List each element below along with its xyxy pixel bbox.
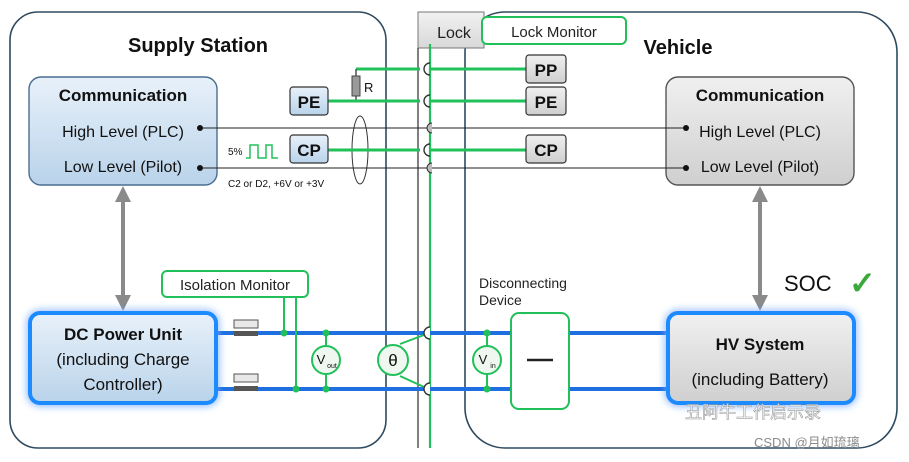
pp-pin	[423, 62, 431, 76]
vin-dot-minus	[483, 385, 491, 393]
vehicle-communication-title: Communication	[696, 86, 824, 105]
pilot-left-dot	[197, 165, 203, 171]
isolation-monitor-box	[161, 270, 309, 298]
station-high-level-label: High Level (PLC)	[62, 124, 184, 141]
contactor-minus	[233, 373, 259, 383]
lock-monitor-label: Lock Monitor	[511, 24, 597, 41]
theta-link-minus	[399, 375, 425, 388]
dc-power-unit-line3: Controller)	[83, 375, 162, 394]
hv-system-subtitle: (including Battery)	[691, 370, 828, 389]
vehicle-cp-box	[525, 134, 567, 164]
dc-plus-pin	[423, 326, 431, 340]
cp-state-label: C2 or D2, +6V or +3V	[228, 179, 324, 190]
vehicle-high-level-label: High Level (PLC)	[699, 124, 821, 141]
vout-dot-plus	[322, 329, 330, 337]
dc-minus-pin	[423, 382, 431, 396]
soc-label: SOC	[784, 271, 832, 296]
resistor-label: R	[364, 80, 373, 95]
isolation-dot-minus	[292, 385, 300, 393]
pwm-waveform-icon	[246, 144, 278, 159]
station-pe-box	[289, 86, 329, 116]
theta-label: θ	[388, 351, 397, 370]
vehicle-low-level-label: Low Level (Pilot)	[701, 159, 819, 176]
vehicle-cp-label: CP	[534, 141, 558, 160]
plc-left-dot	[197, 125, 203, 131]
station-low-level-label: Low Level (Pilot)	[64, 159, 182, 176]
watermark-wechat: 丑阿牛工作启示录	[685, 403, 821, 422]
station-cp-label: CP	[297, 141, 321, 160]
vehicle-pp-box	[525, 54, 567, 84]
supply-station-title: Supply Station	[128, 35, 268, 57]
vehicle-communication-box	[665, 76, 855, 186]
dc-power-unit-title: DC Power Unit	[64, 325, 182, 344]
station-cp-box	[289, 134, 329, 164]
lock-monitor-box	[481, 16, 627, 45]
watermark-csdn: CSDN @月如琉璃	[754, 435, 860, 450]
dc-power-unit-line2: (including Charge	[56, 350, 189, 369]
pilot-pin	[426, 162, 433, 174]
vout-meter-label: V	[317, 352, 326, 367]
hv-system-box	[666, 311, 856, 405]
resistor	[351, 75, 361, 97]
contactor-plus-base	[234, 331, 258, 336]
contactor-minus-base	[234, 386, 258, 391]
vehicle-pe-label: PE	[535, 93, 558, 112]
lock-label: Lock	[437, 25, 472, 42]
vehicle-pp-label: PP	[535, 61, 558, 80]
cp-pin	[423, 143, 431, 157]
vehicle-pe-box	[525, 86, 567, 116]
station-communication-title: Communication	[59, 86, 187, 105]
vin-meter-label: V	[479, 352, 488, 367]
isolation-dot-plus	[280, 329, 288, 337]
vehicle-title: Vehicle	[644, 37, 713, 59]
disconnecting-device-label-2: Device	[479, 292, 522, 308]
station-pe-label: PE	[298, 93, 321, 112]
vin-meter	[472, 345, 502, 375]
plc-right-dot	[683, 125, 689, 131]
vout-meter-subscript: out	[327, 363, 337, 370]
duty-cycle-label: 5%	[228, 147, 243, 158]
theta-link-plus	[399, 334, 425, 345]
vin-dot-plus	[483, 329, 491, 337]
hv-system-title: HV System	[716, 335, 805, 354]
vout-dot-minus	[322, 385, 330, 393]
vout-meter	[311, 345, 341, 375]
vin-meter-subscript: in	[490, 363, 496, 370]
vehicle-outline	[464, 11, 898, 449]
theta-sensor	[377, 344, 409, 376]
supply-station-outline	[9, 11, 387, 449]
disconnecting-device-label-1: Disconnecting	[479, 275, 567, 291]
isolation-monitor-label: Isolation Monitor	[180, 277, 290, 294]
station-communication-box	[28, 76, 218, 186]
pe-pin	[423, 94, 431, 108]
contactor-plus	[233, 319, 259, 329]
dc-power-unit-box	[28, 311, 218, 405]
soc-check-icon: ✓	[849, 265, 876, 301]
pilot-right-dot	[683, 165, 689, 171]
plc-pin	[426, 122, 433, 134]
